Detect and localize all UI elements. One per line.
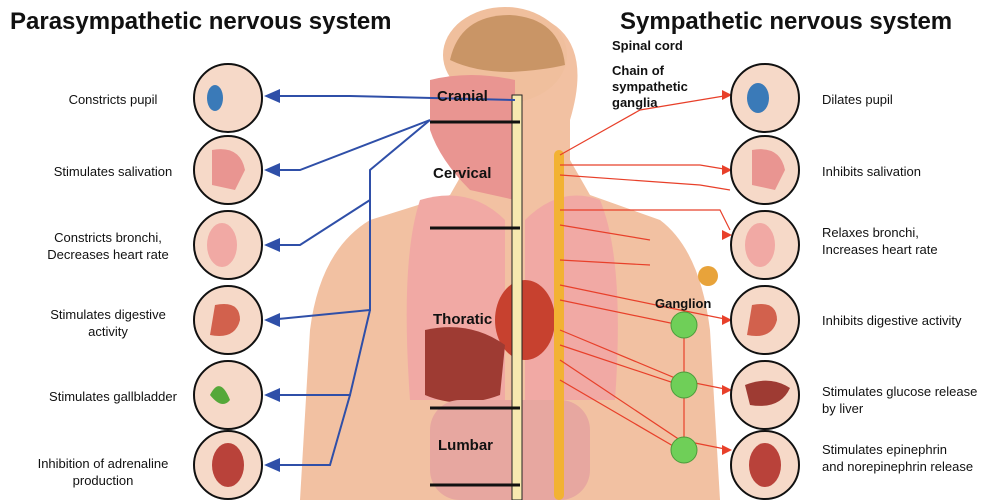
- region-cranial: Cranial: [437, 88, 488, 105]
- region-thoracic: Thoratic: [433, 311, 493, 328]
- eye-icon: [193, 63, 263, 133]
- sympathetic-arrowheads: [722, 90, 732, 455]
- ganglion-2: [670, 371, 698, 399]
- small-heart-icon: [698, 266, 718, 286]
- label-glucose-release: Stimulates glucose release by liver: [822, 384, 978, 416]
- sympathetic-chain: [554, 150, 564, 500]
- ganglion-1: [670, 311, 698, 339]
- brain: [450, 15, 565, 72]
- parasympathetic-title: Parasympathetic nervous system: [10, 8, 392, 35]
- right-organ-details: [745, 83, 790, 487]
- label-epinephrin-release: Stimulates epinephrin and norepinephrin …: [822, 442, 974, 474]
- parasympathetic-arrowheads: [264, 89, 280, 472]
- sympathetic-title: Sympathetic nervous system: [620, 8, 953, 35]
- left-organ-details: [207, 85, 245, 487]
- label-dilates-pupil: Dilates pupil: [822, 92, 893, 107]
- label-stimulates-salivation: Stimulates salivation: [53, 164, 173, 179]
- label-constricts-bronchi: Constricts bronchi, Decreases heart rate: [47, 230, 169, 262]
- heart: [495, 280, 555, 360]
- label-constricts-pupil: Constricts pupil: [68, 92, 158, 107]
- ganglion-3: [670, 436, 698, 464]
- intestines: [430, 400, 590, 500]
- label-inhibits-digestive: Inhibits digestive activity: [822, 313, 962, 328]
- ganglion-label: Ganglion: [655, 296, 712, 311]
- chain-ganglia-label: Chain of sympathetic ganglia: [612, 63, 688, 110]
- label-relaxes-bronchi: Relaxes bronchi, Increases heart rate: [822, 225, 938, 257]
- gallbladder-icon: [193, 360, 263, 430]
- region-lumbar: Lumbar: [438, 437, 494, 454]
- sympathetic-pathways: [559, 94, 731, 451]
- ganglia: [670, 311, 698, 464]
- region-dividers: [430, 120, 520, 487]
- left-organ-circles: [193, 63, 263, 500]
- right-organ-circles: [730, 63, 800, 500]
- head-cross-section: [430, 75, 515, 200]
- label-stimulates-gallbladder: Stimulates gallbladder: [49, 389, 177, 404]
- label-inhibits-salivation: Inhibits salivation: [822, 164, 921, 179]
- spinal-cord: [511, 94, 523, 500]
- label-inhibition-adrenaline: Inhibition of adrenaline production: [37, 456, 169, 488]
- spinal-cord-label: Spinal cord: [612, 38, 683, 53]
- region-cervical: Cervical: [433, 165, 492, 182]
- label-stimulates-digestive: Stimulates digestive activity: [50, 307, 166, 339]
- liver: [425, 327, 505, 403]
